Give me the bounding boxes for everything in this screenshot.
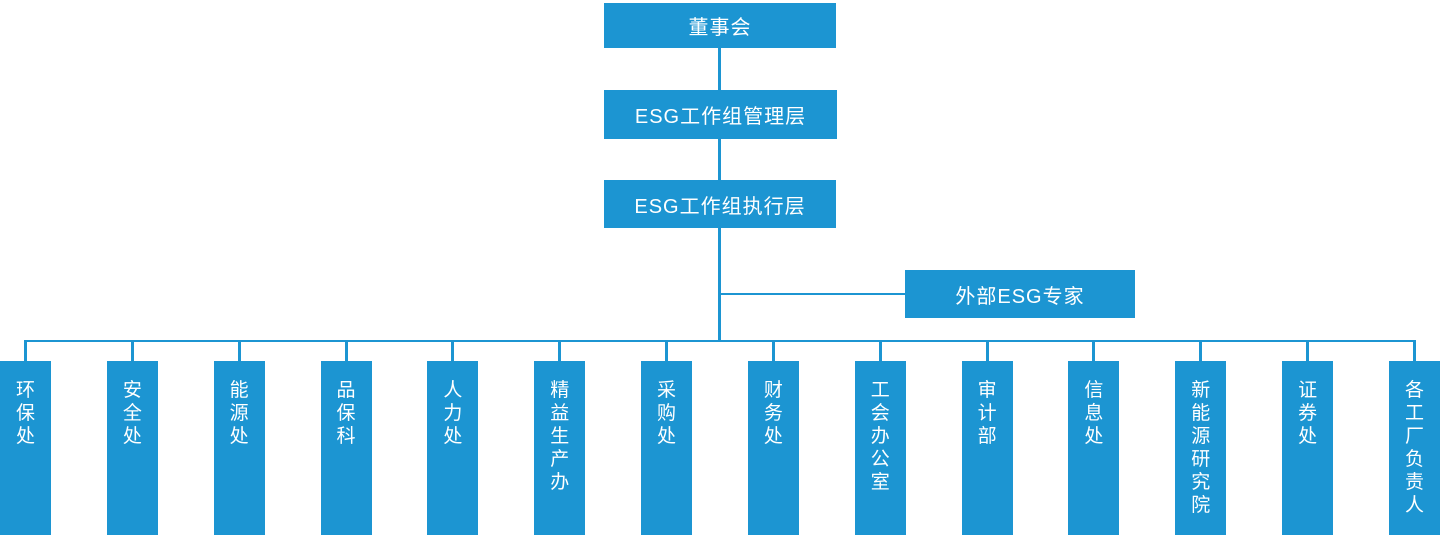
node-department-procurement: 采购处 [641, 340, 693, 535]
node-label: 精益生产办 [550, 380, 570, 493]
node-department-environment: 环保处 [0, 340, 51, 535]
node-label: 董事会 [688, 17, 752, 39]
node-external-esg-expert: 外部ESG专家 [905, 270, 1135, 318]
node-label: 外部ESG专家 [955, 285, 1085, 308]
connector-execution-trunk [718, 228, 721, 342]
node-department-energy: 能源处 [213, 340, 265, 535]
department-row: 环保处 安全处 能源处 品保科 人力处 精益生产办 采购处 财务处 工会办公室 … [0, 340, 1440, 535]
node-department-new-energy-research: 新能源研究院 [1175, 340, 1227, 535]
node-esg-execution-layer: ESG工作组执行层 [604, 180, 836, 228]
node-label: 各工厂负责人 [1404, 380, 1424, 516]
node-label: 新能源研究院 [1191, 380, 1211, 516]
node-department-quality: 品保科 [320, 340, 372, 535]
node-department-finance: 财务处 [747, 340, 799, 535]
node-label: 信息处 [1084, 380, 1104, 447]
node-department-factory-heads: 各工厂负责人 [1388, 340, 1440, 535]
node-label: 环保处 [15, 380, 35, 447]
node-department-lean-production: 精益生产办 [534, 340, 586, 535]
node-label: 能源处 [229, 380, 249, 447]
node-label: ESG工作组管理层 [634, 106, 807, 128]
connector-branch-external-expert [720, 293, 905, 295]
node-label: 人力处 [443, 380, 463, 447]
node-label: 品保科 [336, 380, 356, 447]
node-label: 采购处 [657, 380, 677, 447]
node-department-union-office: 工会办公室 [854, 340, 906, 535]
node-label: 证券处 [1298, 380, 1318, 447]
node-department-audit: 审计部 [961, 340, 1013, 535]
node-label: 财务处 [763, 380, 783, 447]
connector-department-bus [25, 340, 1415, 342]
node-department-information: 信息处 [1068, 340, 1120, 535]
node-label: ESG工作组执行层 [634, 195, 806, 218]
node-board-of-directors: 董事会 [604, 3, 836, 48]
node-label: 安全处 [122, 380, 142, 447]
node-label: 工会办公室 [870, 380, 890, 493]
node-esg-management-layer: ESG工作组管理层 [604, 90, 837, 139]
node-label: 审计部 [977, 380, 997, 447]
connector-board-to-management [718, 48, 721, 90]
node-department-safety: 安全处 [106, 340, 158, 535]
connector-management-to-execution [718, 139, 721, 180]
node-department-hr: 人力处 [427, 340, 479, 535]
node-department-securities: 证券处 [1282, 340, 1334, 535]
